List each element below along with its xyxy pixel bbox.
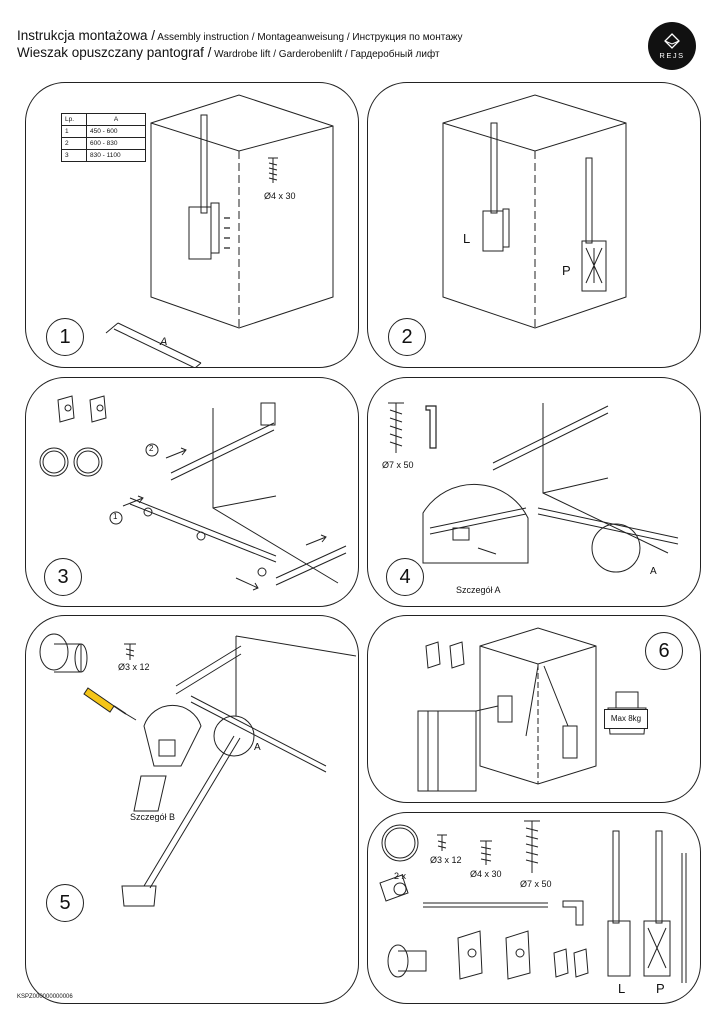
table-cell: 830 - 1100 [86,149,146,162]
step-1-illustration [105,94,334,367]
title-line1-main: Instrukcja montażowa / [17,28,156,43]
part-left-label: L [618,981,626,996]
step-3-panel: 2 1 3 [25,377,359,607]
screw-icon [480,840,492,865]
screw-small-label: Ø3 x 12 [430,855,462,865]
step-number: 2 [388,318,426,356]
max-weight-label: Max 8kg [604,709,648,729]
step-2-panel: L P 2 [367,82,701,368]
arrow-2-label: 2 [149,444,154,453]
rod-icon [423,902,548,908]
step-number: 6 [645,632,683,670]
product-code: KSPZ000000000006 [17,994,73,1000]
step-5-panel: Ø3 x 12 Szczegół B A 5 [25,615,359,1004]
detail-mark: A [254,742,261,753]
brand-logo: REJS [648,22,696,70]
ring-quantity: 2 x [394,871,407,881]
dimension-label: A [160,336,168,348]
part-right-label: P [656,981,665,996]
detail-mark: A [650,566,657,577]
step-3-illustration [39,395,347,591]
hex-key-icon [425,405,437,449]
document-title: Instrukcja montażowa / Assembly instruct… [17,28,463,62]
hex-key-icon [562,900,584,926]
screw-icon [124,643,136,660]
screw-size-label: Ø4 x 30 [264,191,296,201]
step-number: 1 [46,318,84,356]
screw-icon [268,157,278,183]
step-number: 3 [44,558,82,596]
ring-icon [381,824,419,862]
mount-icon [505,930,531,980]
screw-size-label: Ø7 x 50 [382,460,414,470]
screwdriver-icon [83,687,137,721]
right-label: P [562,263,571,278]
step-2-illustration [442,94,627,329]
connector-icon [379,874,409,902]
diamond-logo-icon [664,33,680,49]
screw-icon [388,402,404,453]
detail-label: Szczegół B [130,812,176,822]
screw-icon [437,834,447,851]
title-line1-translations: Assembly instruction / Montageanweisung … [155,32,463,43]
arrow-1-label: 1 [113,512,118,521]
lift-left-icon [612,830,620,924]
step-number: 4 [386,558,424,596]
title-line2-translations: Wardrobe lift / Garderobenlift / Гардеро… [211,49,440,60]
mount-icon [457,930,483,980]
step-5-illustration [39,633,357,907]
title-line2-main: Wieszak opuszczany pantograf / [17,45,212,60]
parts-panel: 2 x Ø3 x 12 Ø4 x 30 Ø7 x 50 L P [367,812,701,1004]
screw-icon [524,820,540,873]
lift-right-icon [655,830,663,924]
screw-medium-label: Ø4 x 30 [470,869,502,879]
bracket-icon [387,944,409,978]
left-label: L [463,231,471,246]
step-number: 5 [46,884,84,922]
detail-label: Szczegół A [456,585,501,595]
logo-text: REJS [659,51,685,60]
parts-illustration [379,820,687,983]
step-4-panel: Ø7 x 50 Szczegół A A 4 [367,377,701,607]
step-4-illustration [388,402,679,573]
screw-large-label: Ø7 x 50 [520,879,552,889]
step-6-panel: Max 8kg 6 [367,615,701,803]
screw-size-label: Ø3 x 12 [118,662,150,672]
